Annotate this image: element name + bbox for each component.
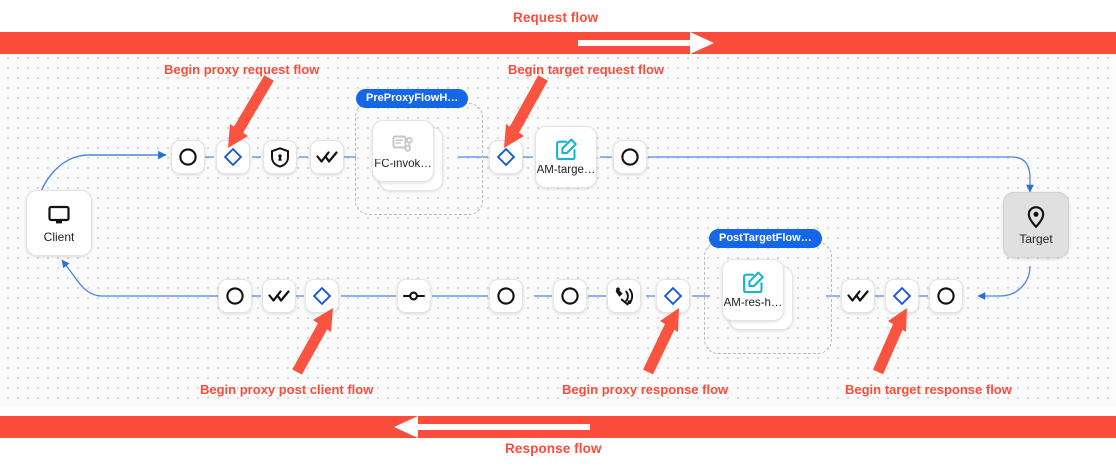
am-res-node[interactable]: AM-res-h… (722, 259, 784, 321)
double-check-icon (847, 287, 869, 305)
request-flow-arrow (578, 32, 714, 54)
response-flow-arrow (394, 416, 590, 438)
target-node[interactable]: Target (1003, 192, 1069, 258)
am-target-node[interactable]: AM-targe… (535, 126, 597, 188)
client-node[interactable]: Client (26, 190, 92, 256)
annotation-begin-proxy-request-flow: Begin proxy request flow (164, 62, 320, 77)
blue-diamond-icon (496, 147, 516, 167)
policy-double-check-2[interactable] (262, 279, 296, 313)
policy-shield-1[interactable] (263, 140, 297, 174)
request-flow-bar-fill (0, 32, 1116, 54)
policy-circle-6[interactable] (929, 279, 963, 313)
response-flow-label: Response flow (505, 441, 602, 456)
shield-lock-icon (270, 146, 290, 168)
am-res-node-stack: AM-res-h… (722, 259, 798, 335)
blue-diamond-icon (312, 286, 332, 306)
policy-circle-2[interactable] (613, 140, 647, 174)
policy-broadcast-1[interactable] (607, 279, 641, 313)
response-flow-bar (0, 416, 1116, 438)
script-flow-icon (391, 132, 415, 156)
double-check-icon (316, 148, 338, 166)
double-check-icon (268, 287, 290, 305)
circle-icon (560, 286, 580, 306)
preproxy-flowhook-tag[interactable]: PreProxyFlowH… (356, 89, 469, 109)
edit-square-icon (554, 137, 579, 162)
policy-diamond-1[interactable] (216, 140, 250, 174)
circle-icon (496, 286, 516, 306)
policy-double-check-1[interactable] (310, 140, 344, 174)
edit-square-icon (741, 270, 766, 295)
fc-invoke-node[interactable]: FC-invok… (372, 120, 434, 182)
posttargetflow-tag[interactable]: PostTargetFlow… (709, 229, 822, 249)
request-flow-label: Request flow (513, 10, 599, 25)
circle-icon (936, 286, 956, 306)
monitor-icon (47, 203, 71, 227)
broadcast-icon (613, 285, 635, 307)
blue-diamond-icon (223, 147, 243, 167)
circle-icon (178, 147, 198, 167)
annotation-begin-target-request-flow: Begin target request flow (508, 62, 665, 77)
policy-circle-1[interactable] (171, 140, 205, 174)
annotation-begin-target-response-flow: Begin target response flow (845, 382, 1012, 397)
circle-icon (620, 147, 640, 167)
policy-circle-4[interactable] (489, 279, 523, 313)
policy-double-check-3[interactable] (841, 279, 875, 313)
location-pin-icon (1025, 205, 1047, 229)
diagram-background (0, 50, 1116, 407)
annotation-begin-proxy-response-flow: Begin proxy response flow (562, 382, 729, 397)
policy-circle-5[interactable] (553, 279, 587, 313)
annotation-begin-proxy-post-client-flow: Begin proxy post client flow (200, 382, 374, 397)
key-icon (402, 289, 426, 303)
circle-icon (225, 286, 245, 306)
fc-invoke-node-stack: FC-invok… (372, 120, 448, 196)
request-flow-bar (0, 32, 1116, 54)
policy-diamond-3[interactable] (305, 279, 339, 313)
blue-diamond-icon (663, 286, 683, 306)
blue-diamond-icon (892, 286, 912, 306)
policy-circle-3[interactable] (218, 279, 252, 313)
policy-key-1[interactable] (397, 279, 431, 313)
